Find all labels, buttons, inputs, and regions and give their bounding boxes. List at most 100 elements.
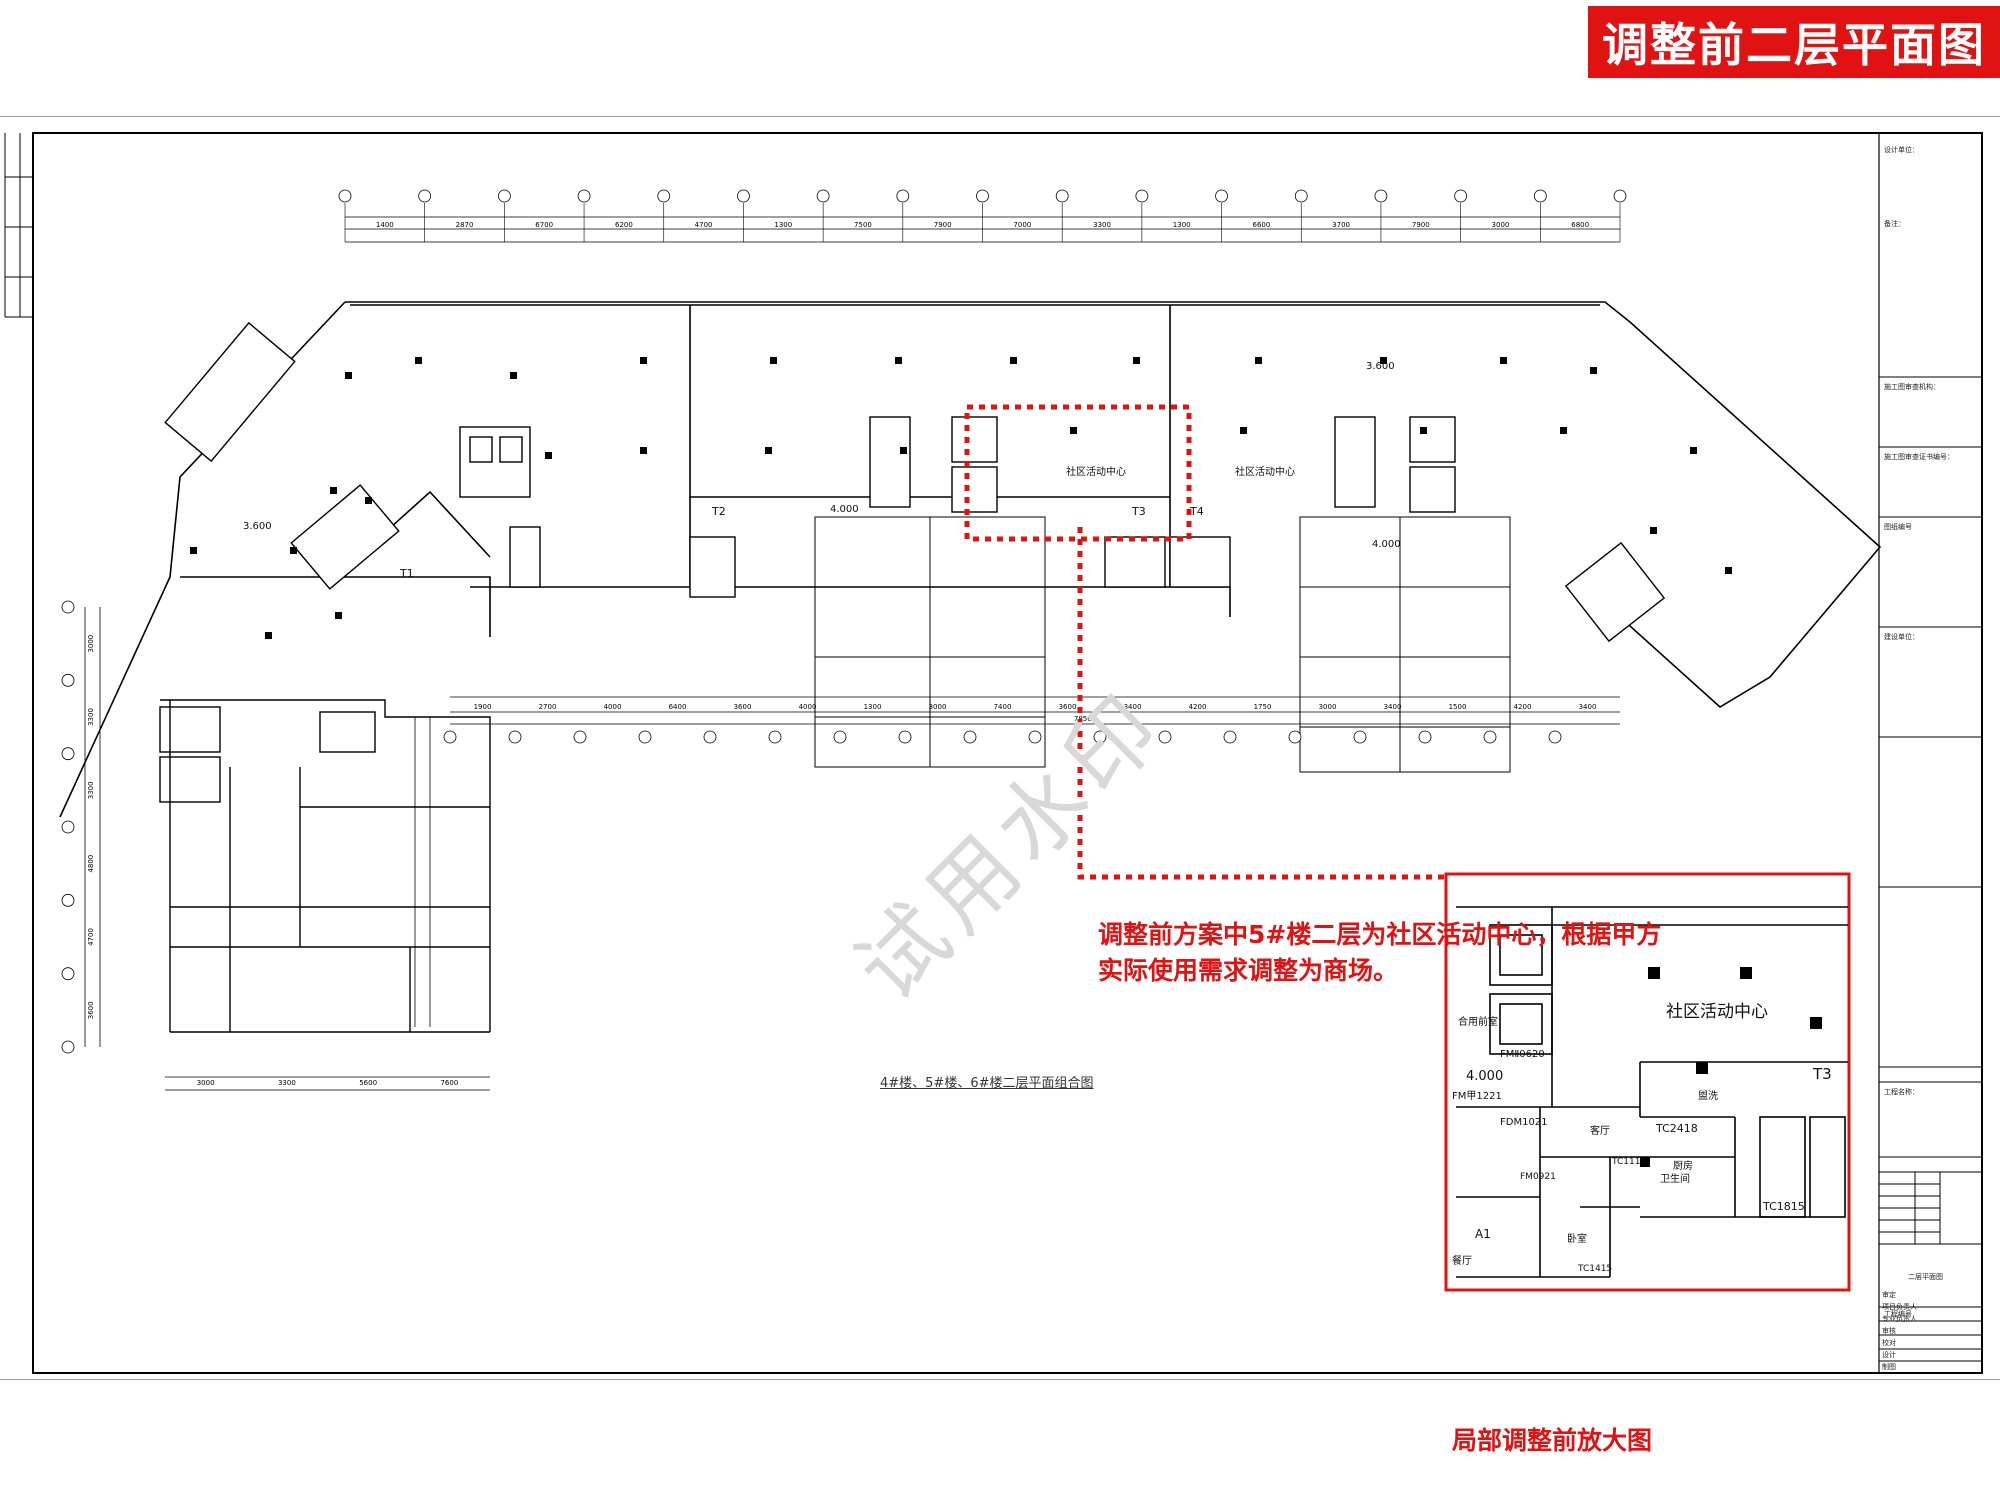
axis-bubble bbox=[737, 189, 750, 203]
dim-label: 3300 bbox=[1093, 221, 1111, 229]
column bbox=[640, 447, 647, 454]
axis-bubble bbox=[443, 730, 457, 744]
tb-role-row: 专业负责人 bbox=[1882, 1315, 1917, 1323]
tb-role-row: 审定 bbox=[1882, 1291, 1896, 1299]
dim-label: 7900 bbox=[934, 221, 952, 229]
zoom-room-wash: 盥洗 bbox=[1698, 1091, 1718, 1102]
tb-role-row: 项目负责人 bbox=[1882, 1303, 1917, 1311]
axis-bubble bbox=[1288, 730, 1302, 744]
column bbox=[1420, 427, 1427, 434]
dim-label: 3400 bbox=[1384, 703, 1402, 711]
column bbox=[1500, 357, 1507, 364]
dim-label: 3300 bbox=[278, 1079, 296, 1087]
zoom-tc2418: TC2418 bbox=[1656, 1122, 1698, 1135]
zoom-caption: 局部调整前放大图 bbox=[1452, 1426, 1653, 1455]
tb-role-row: 校对 bbox=[1882, 1339, 1896, 1347]
dim-label: 6700 bbox=[535, 221, 553, 229]
bottom-dimensions bbox=[450, 696, 1620, 725]
axis-bubble bbox=[1483, 730, 1497, 744]
dim-label: 2700 bbox=[539, 703, 557, 711]
stair-tag-t3: T3 bbox=[1132, 505, 1146, 518]
community-center-label-1: 社区活动中心 bbox=[1066, 467, 1126, 478]
tb-role-row: 审核 bbox=[1882, 1327, 1896, 1335]
zoom-fm0921: FM0921 bbox=[1520, 1172, 1556, 1182]
tb-design-unit: 设计单位： bbox=[1884, 146, 1919, 154]
axis-bubble bbox=[508, 730, 522, 744]
column bbox=[290, 547, 297, 554]
tb-note: 备注： bbox=[1884, 220, 1905, 228]
dim-label: 1500 bbox=[1449, 703, 1467, 711]
zoom-fdm1021: FDM1021 bbox=[1500, 1117, 1548, 1128]
dim-label: 3400 bbox=[1124, 703, 1142, 711]
dim-label: 3700 bbox=[1332, 221, 1350, 229]
tb-project-no: 工程编号 bbox=[1884, 1310, 1912, 1318]
annotation-line-1: 调整前方案中5#楼二层为社区活动中心，根据甲方 bbox=[1098, 920, 1662, 949]
total-dim-label: 78500 bbox=[1074, 715, 1096, 723]
sw-building bbox=[159, 699, 491, 1033]
dim-label: 3300 bbox=[87, 781, 95, 799]
tb-review: 施工图审查机构： bbox=[1884, 383, 1940, 391]
column bbox=[1650, 527, 1657, 534]
zoom-room-hall: 合用前室 bbox=[1458, 1017, 1498, 1028]
structural-columns bbox=[190, 357, 1732, 639]
column bbox=[1010, 357, 1017, 364]
axis-bubble bbox=[1028, 730, 1042, 744]
column bbox=[895, 357, 902, 364]
tb-drawing-no: 图纸编号 bbox=[1884, 523, 1912, 531]
zoom-fm1221: FM甲1221 bbox=[1452, 1091, 1502, 1102]
annotation-line-2: 实际使用需求调整为商场。 bbox=[1098, 956, 1399, 985]
elev-label-2: 3.600 bbox=[1366, 361, 1395, 372]
axis-bubble bbox=[577, 189, 591, 203]
tb-role-row: 设计 bbox=[1882, 1351, 1896, 1359]
column bbox=[365, 497, 372, 504]
community-center-label-2: 社区活动中心 bbox=[1235, 467, 1295, 478]
axis-bubble bbox=[638, 730, 652, 744]
column bbox=[330, 487, 337, 494]
dim-label: 7900 bbox=[1412, 221, 1430, 229]
axis-bubble bbox=[1055, 189, 1069, 203]
axis-bubble bbox=[497, 189, 511, 203]
axis-bubble bbox=[1548, 730, 1562, 744]
plan-caption: 4#楼、5#楼、6#楼二层平面组合图 bbox=[880, 1076, 1094, 1091]
dim-label: 3000 bbox=[929, 703, 947, 711]
axis-bubble bbox=[833, 730, 847, 744]
dim-label: 3000 bbox=[1319, 703, 1337, 711]
axis-bubble bbox=[896, 189, 910, 203]
elev-label-1: 3.600 bbox=[243, 521, 272, 532]
axis-bubble bbox=[898, 730, 912, 744]
dim-label: 6400 bbox=[669, 703, 687, 711]
dim-label: 1900 bbox=[474, 703, 492, 711]
column bbox=[1133, 357, 1140, 364]
column bbox=[765, 447, 772, 454]
stair-tag-t4: T4 bbox=[1190, 505, 1204, 518]
elev-label-3: 4.000 bbox=[830, 504, 859, 515]
page-title-banner: 调整前二层平面图 bbox=[1588, 6, 2000, 78]
column bbox=[345, 372, 352, 379]
column bbox=[1070, 427, 1077, 434]
axis-bubble bbox=[1215, 189, 1228, 203]
elev-label-4: 4.000 bbox=[1372, 539, 1401, 550]
top-axis-bubbles bbox=[338, 189, 1627, 242]
dim-label: 1300 bbox=[864, 703, 882, 711]
zoom-room-kitchen: 厨房 bbox=[1673, 1161, 1693, 1172]
column bbox=[415, 357, 422, 364]
column bbox=[1560, 427, 1567, 434]
sw-dimensions bbox=[84, 607, 490, 1091]
column bbox=[1255, 357, 1262, 364]
axis-bubble bbox=[61, 820, 75, 834]
dim-label: 3000 bbox=[1492, 221, 1510, 229]
column bbox=[900, 447, 907, 454]
dim-label: 4800 bbox=[87, 855, 95, 873]
dim-label: 7600 bbox=[440, 1079, 458, 1087]
axis-bubble bbox=[1158, 730, 1172, 744]
axis-bubble bbox=[1533, 189, 1547, 203]
dim-label: 4700 bbox=[695, 221, 713, 229]
zoom-columns bbox=[1640, 967, 1822, 1167]
dim-label: 4000 bbox=[799, 703, 817, 711]
tb-project: 工程名称： bbox=[1884, 1088, 1919, 1096]
tb-role-row: 制图 bbox=[1882, 1363, 1896, 1371]
zoom-room-bed: 卧室 bbox=[1567, 1234, 1587, 1245]
